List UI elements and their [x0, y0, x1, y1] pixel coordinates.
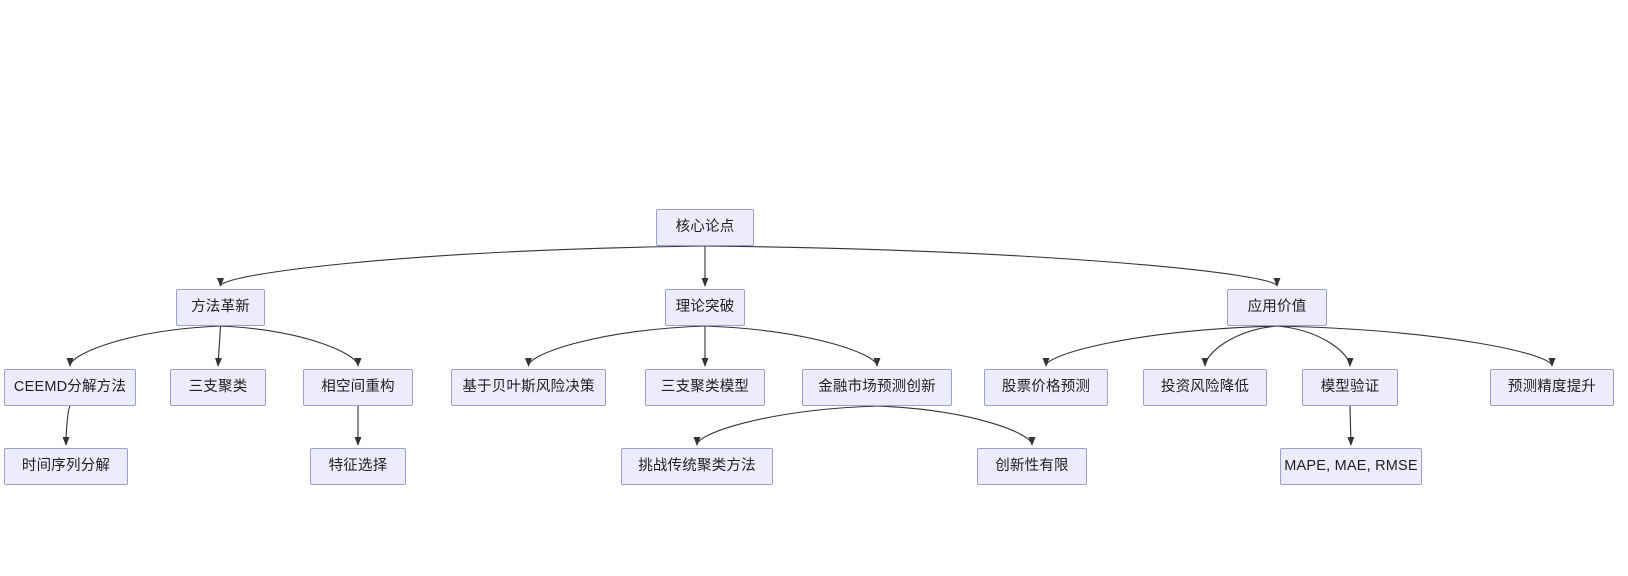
node-accuracy[interactable]: 预测精度提升 — [1490, 369, 1614, 406]
node-phase[interactable]: 相空间重构 — [303, 369, 413, 406]
node-theory[interactable]: 理论突破 — [665, 289, 745, 326]
edge-applied-to-stock — [1042, 325, 1278, 367]
node-label: 创新性有限 — [995, 458, 1069, 475]
node-label: 基于贝叶斯风险决策 — [462, 379, 595, 396]
edge-validate-to-metrics — [1347, 405, 1355, 446]
node-method[interactable]: 方法革新 — [176, 289, 265, 326]
node-label: 挑战传统聚类方法 — [638, 458, 756, 475]
edge-method-to-threeway — [215, 325, 222, 367]
edge-applied-to-risk — [1201, 325, 1278, 367]
node-limited[interactable]: 创新性有限 — [977, 448, 1087, 485]
edge-root-to-applied — [704, 245, 1281, 287]
node-finance[interactable]: 金融市场预测创新 — [802, 369, 952, 406]
node-label: 股票价格预测 — [1001, 379, 1091, 396]
node-label: 特征选择 — [328, 458, 388, 475]
node-tsd[interactable]: 时间序列分解 — [4, 448, 128, 485]
edge-root-to-method — [217, 245, 706, 287]
node-label: 三支聚类模型 — [660, 379, 750, 396]
node-label: MAPE, MAE, RMSE — [1284, 458, 1418, 475]
edge-finance-to-challenge — [693, 405, 878, 446]
node-label: CEEMD分解方法 — [13, 379, 127, 396]
node-feature[interactable]: 特征选择 — [310, 448, 406, 485]
node-label: 金融市场预测创新 — [818, 379, 936, 396]
node-metrics[interactable]: MAPE, MAE, RMSE — [1280, 448, 1422, 485]
edge-ceemd-to-tsd — [62, 405, 71, 446]
edge-method-to-ceemd — [66, 325, 221, 367]
edge-applied-to-accuracy — [1276, 325, 1556, 367]
node-label: 投资风险降低 — [1160, 379, 1250, 396]
node-challenge[interactable]: 挑战传统聚类方法 — [621, 448, 773, 485]
edge-paths — [62, 245, 1556, 446]
node-applied[interactable]: 应用价值 — [1227, 289, 1327, 326]
edge-finance-to-limited — [876, 405, 1036, 446]
node-label: 模型验证 — [1320, 379, 1380, 396]
node-label: 预测精度提升 — [1507, 379, 1597, 396]
node-threemodel[interactable]: 三支聚类模型 — [645, 369, 765, 406]
node-root[interactable]: 核心论点 — [656, 209, 754, 246]
node-validate[interactable]: 模型验证 — [1302, 369, 1398, 406]
node-risk[interactable]: 投资风险降低 — [1143, 369, 1267, 406]
edge-method-to-phase — [220, 325, 362, 367]
node-label: 相空间重构 — [321, 379, 395, 396]
node-label: 理论突破 — [675, 299, 735, 316]
node-stock[interactable]: 股票价格预测 — [984, 369, 1108, 406]
edge-theory-to-finance — [704, 325, 881, 367]
node-label: 三支聚类 — [188, 379, 248, 396]
node-bayes[interactable]: 基于贝叶斯风险决策 — [451, 369, 606, 406]
edge-theory-to-bayes — [525, 325, 706, 367]
node-label: 核心论点 — [675, 219, 735, 236]
edge-applied-to-validate — [1276, 325, 1354, 367]
node-label: 方法革新 — [191, 299, 250, 316]
node-label: 应用价值 — [1247, 299, 1307, 316]
node-label: 时间序列分解 — [21, 458, 111, 475]
node-threeway[interactable]: 三支聚类 — [170, 369, 266, 406]
node-ceemd[interactable]: CEEMD分解方法 — [4, 369, 136, 406]
